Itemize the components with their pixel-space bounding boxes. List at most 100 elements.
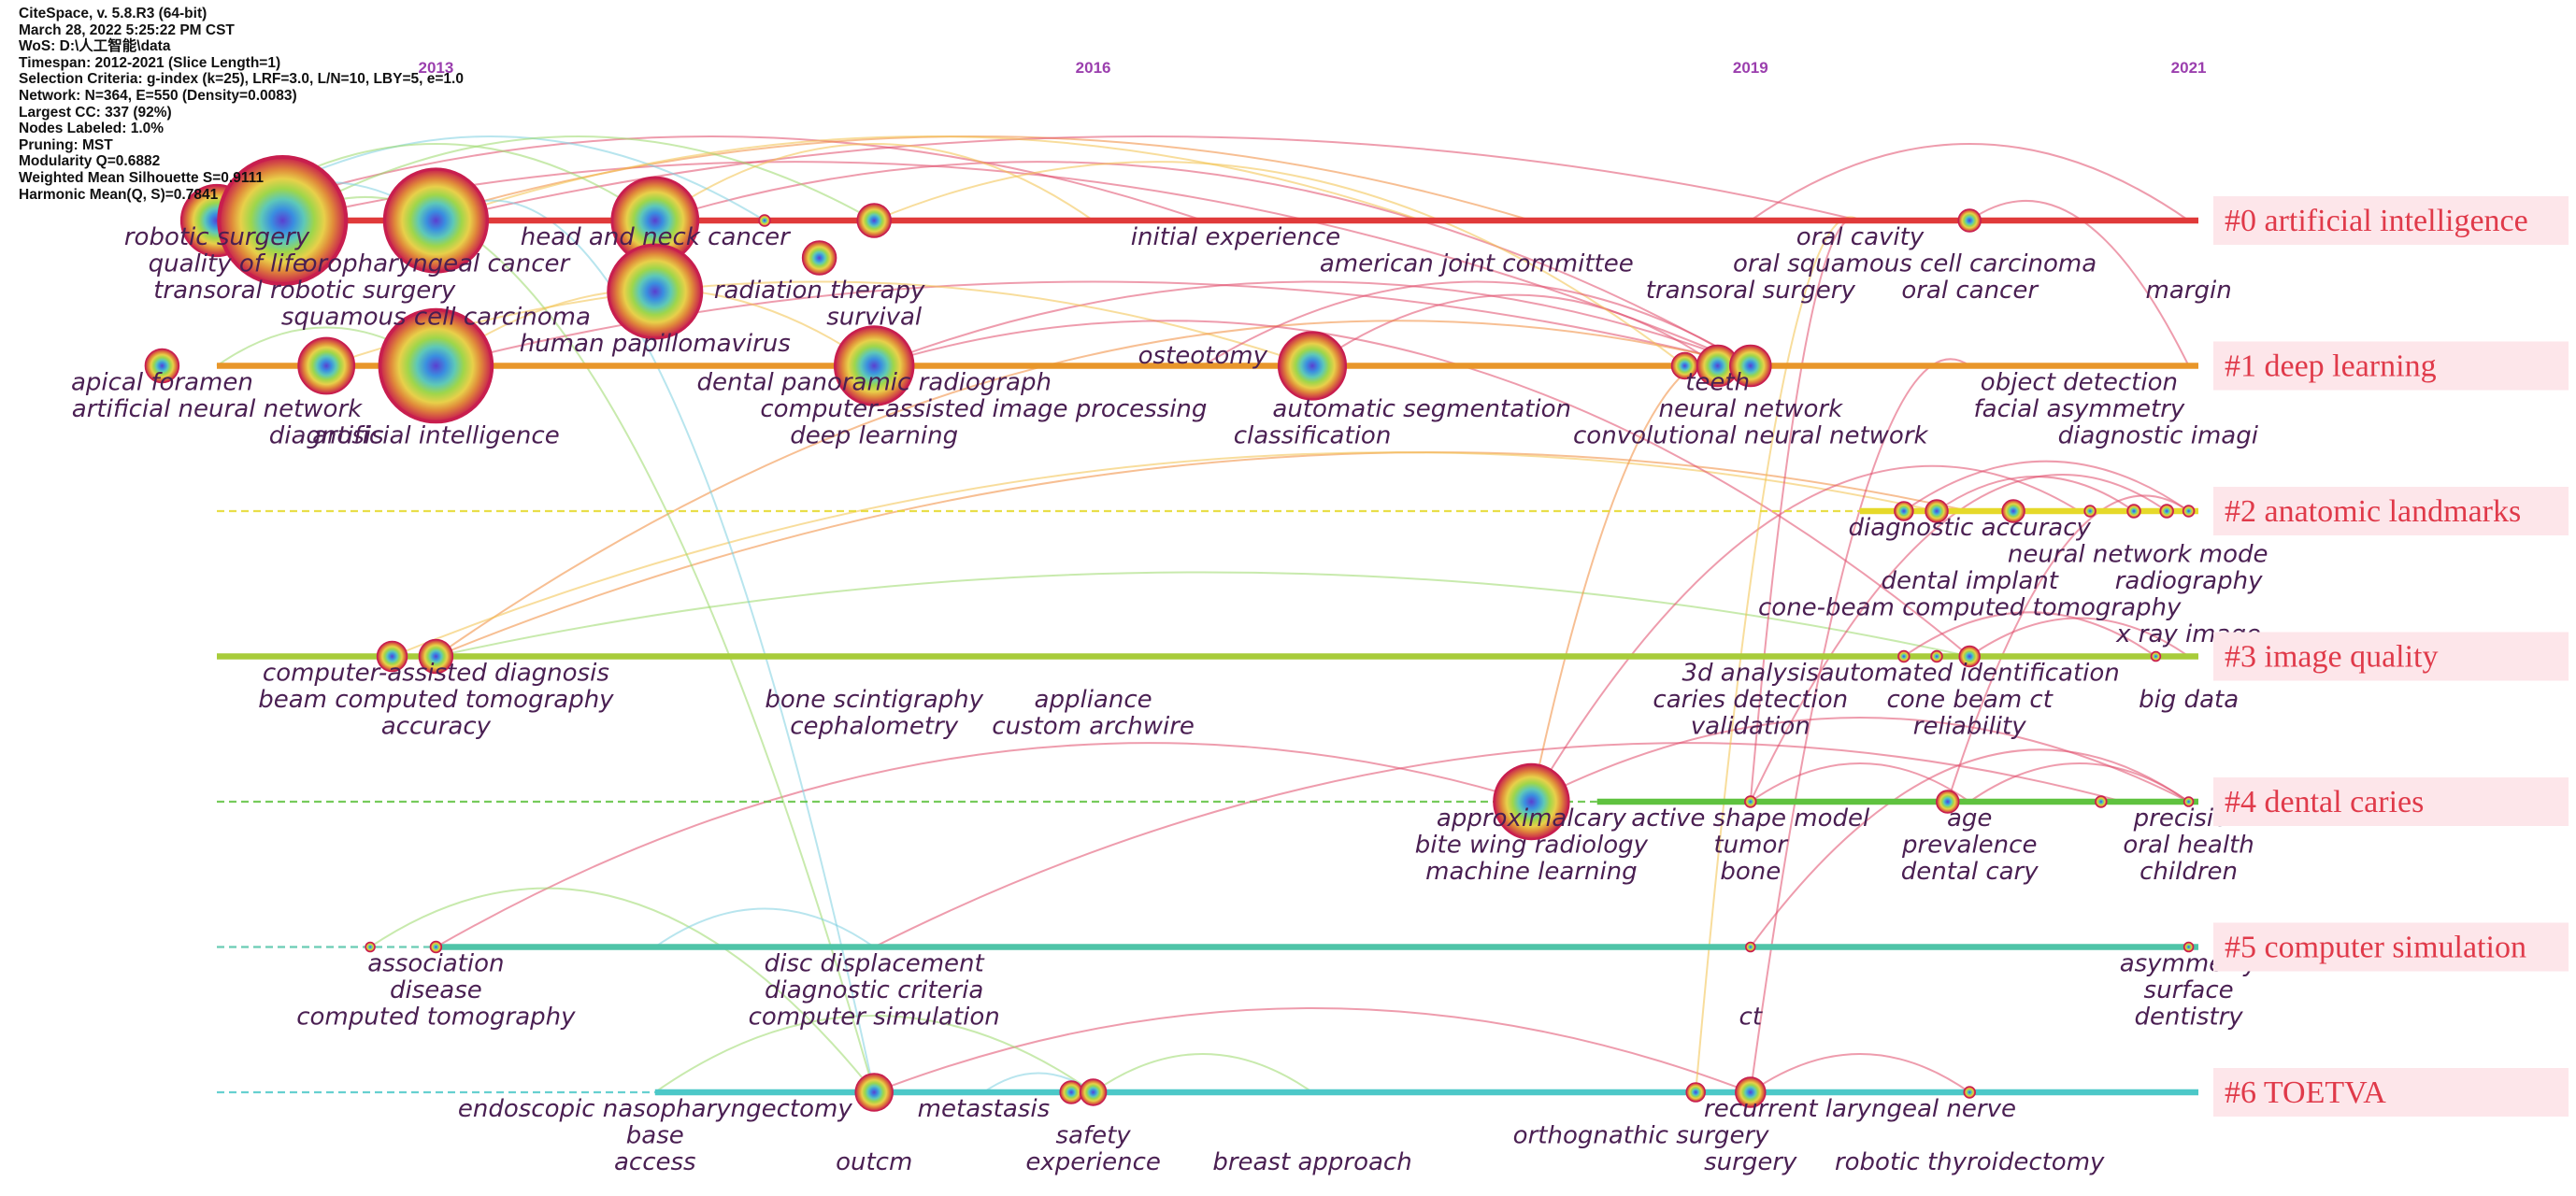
keyword-node [2159,504,2174,519]
info-line: Nodes Labeled: 1.0% [19,121,165,137]
keyword-node [1957,208,1982,233]
keyword-node [2095,795,2108,808]
keyword-label: oral cavity [1796,223,1925,251]
keyword-label: quality of life [149,250,308,278]
keyword-label: transoral robotic surgery [153,277,456,305]
keyword-label: facial asymmetry [1973,395,2184,423]
keyword-label: disease [390,976,482,1004]
keyword-label: squamous cell carcinoma [281,304,591,332]
keyword-node [2126,504,2141,519]
citation-link [1750,1053,1970,1093]
keyword-label: computed tomography [296,1004,576,1032]
citation-link [1968,762,2190,803]
keyword-label: computer-assisted diagnosis [263,660,609,688]
keyword-label: bone [1720,858,1781,886]
keyword-label: breast approach [1212,1148,1411,1176]
keyword-label: access [614,1148,696,1176]
citation-link [873,742,2124,948]
keyword-label: base [626,1122,684,1150]
keyword-label: radiography [2115,567,2263,595]
citation-link [873,161,1686,367]
keyword-label: cone beam ct [1886,686,2053,714]
keyword-label: 3d analysis [1682,660,1820,688]
cluster-label-bg [2213,487,2569,535]
cluster-labels: #0 artificial intelligence#1 deep learni… [2213,196,2569,1117]
keyword-node [2001,499,2025,523]
year-label: 2016 [1076,59,1111,77]
keyword-label: orthognathic surgery [1513,1122,1769,1150]
cluster-label: #6 TOETVA [2225,1075,2386,1110]
keyword-label: cephalometry [790,713,959,741]
keyword-label: automated identification [1820,660,2120,688]
info-line: Largest CC: 337 (92%) [19,104,172,121]
keyword-label: artificial neural network [72,395,363,423]
keyword-label: disc displacement [765,950,985,978]
keyword-node [378,307,494,424]
keyword-node [1079,1078,1108,1106]
citation-link [1695,216,1861,1093]
cluster-label-bg [2213,632,2569,681]
year-label: 2019 [1733,59,1768,77]
cluster-label-bg [2213,196,2569,245]
keyword-node [758,214,771,227]
keyword-label: margin [2146,277,2232,305]
keyword-label: american joint committee [1320,250,1634,278]
keyword-node [1936,790,1960,814]
keyword-label: convolutional neural network [1573,422,1928,450]
keyword-label: age [1947,804,1992,833]
keyword-label: appliance [1035,686,1152,714]
keyword-label: osteotomy [1138,342,1268,370]
year-label: 2021 [2171,59,2207,77]
citation-link [1311,293,1719,367]
keyword-label: experience [1025,1148,1161,1176]
cluster-lanes [217,217,2198,1096]
keyword-node [1930,649,1943,663]
keyword-label: outcm [836,1148,912,1176]
keyword-label: radiation therapy [714,277,925,305]
keyword-label: survival [826,304,923,332]
keyword-node [297,336,356,395]
keyword-node [607,243,704,340]
keyword-label: tumor [1713,832,1789,860]
cluster-label-bg [2213,341,2569,391]
info-line: Timespan: 2012-2021 (Slice Length=1) [19,54,281,71]
keyword-node [801,240,837,276]
keyword-label: neural network [1658,395,1843,423]
keyword-node [382,167,490,274]
keyword-label: deep learning [790,422,958,450]
keyword-node [1059,1080,1083,1104]
keyword-node [217,154,349,287]
keyword-label: diagnostic criteria [765,976,983,1004]
keyword-node [2182,796,2195,807]
cluster-label: #0 artificial intelligence [2225,204,2528,238]
keyword-label: recurrent laryngeal nerve [1704,1095,2016,1123]
cluster-label: #5 computer simulation [2225,931,2526,965]
keyword-label: object detection [1981,369,2178,397]
keyword-label: diagnostic accuracy [1849,514,2092,542]
keyword-node [854,1073,894,1112]
citation-link [216,135,1204,221]
keyword-label: cone-beam computed tomography [1758,594,2182,622]
keyword-label: diagnosis [269,422,384,450]
keyword-label: dental cary [1901,858,2039,886]
info-line: CiteSpace, v. 5.8.R3 (64-bit) [19,6,208,21]
keyword-node [1897,649,1911,663]
keyword-label: oral cancer [1901,277,2039,305]
citation-link [435,320,1752,658]
cluster-label-bg [2213,922,2569,972]
keyword-label: transoral surgery [1646,277,1856,305]
keyword-label: classification [1234,422,1392,450]
keyword-label: bone scintigraphy [765,686,983,714]
keyword-label: surgery [1704,1148,1797,1176]
info-line: March 28, 2022 5:25:22 PM CST [19,21,235,38]
info-line: Harmonic Mean(Q, S)=0.7841 [19,186,219,203]
citation-link [281,196,876,1093]
citation-link [392,451,1938,658]
keyword-label: bite wing radiology [1415,832,1649,860]
citation-link [873,1007,1752,1093]
keyword-node [376,640,408,673]
keyword-node [365,941,376,953]
